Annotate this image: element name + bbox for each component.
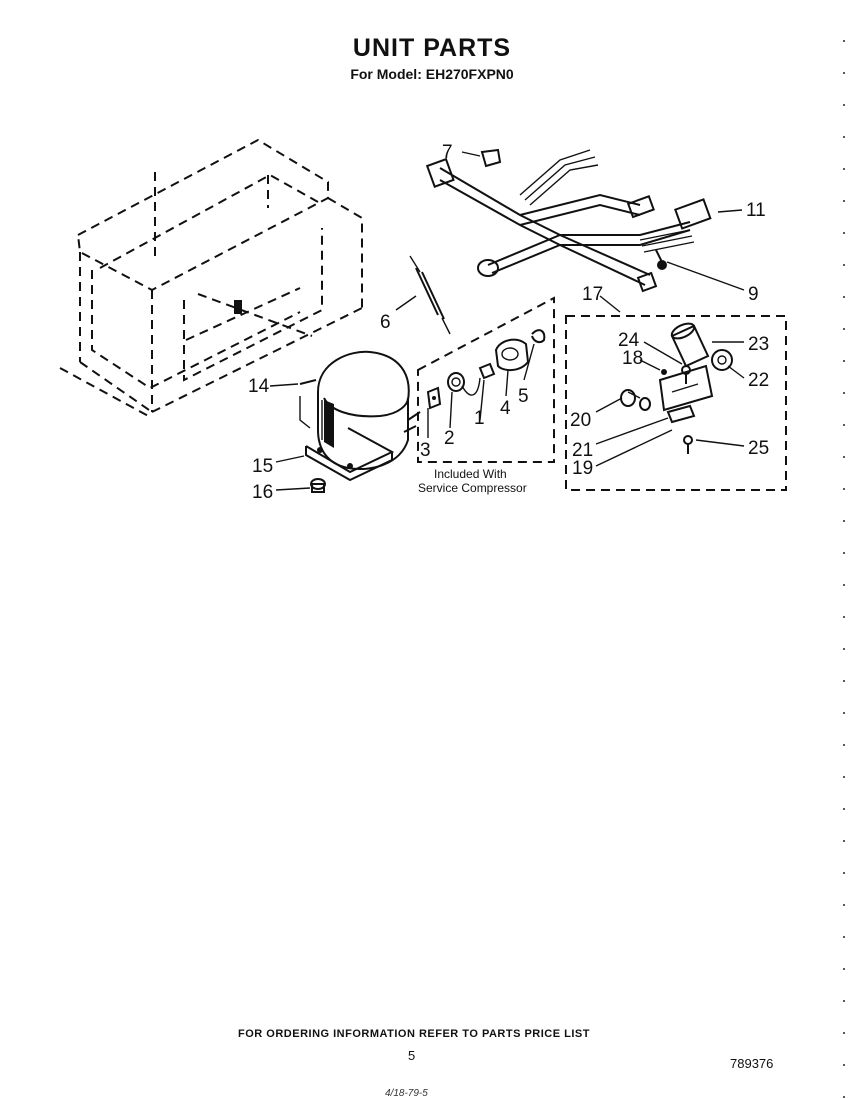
callout-5: 5 — [518, 386, 529, 407]
callout-7: 7 — [442, 142, 453, 163]
connector-part-9 — [655, 249, 667, 270]
document-number: 789376 — [730, 1056, 774, 1071]
callout-23: 23 — [748, 334, 769, 355]
included-note-line1: Included With — [434, 467, 507, 481]
relay-kit-box-part-17 — [565, 315, 787, 491]
callout-labels: 7 11 9 6 14 15 16 3 2 1 4 5 17 24 18 23 … — [248, 142, 769, 503]
handwritten-note: 4/18-79-5 — [385, 1088, 428, 1099]
drier-part-6 — [409, 255, 451, 335]
ordering-info-note: FOR ORDERING INFORMATION REFER TO PARTS … — [238, 1028, 590, 1040]
callout-19: 19 — [572, 458, 593, 479]
wiring-harness — [425, 149, 712, 293]
pin-part-14 — [299, 379, 317, 429]
callout-20: 20 — [570, 410, 591, 431]
included-note-line2: Service Compressor — [418, 481, 527, 495]
callout-3: 3 — [420, 440, 431, 461]
clip-part-7 — [480, 148, 502, 168]
page-number: 5 — [408, 1048, 416, 1063]
callout-2: 2 — [444, 428, 455, 449]
service-compressor-box — [417, 296, 555, 463]
leader-lines — [269, 151, 745, 491]
callout-24: 24 — [618, 330, 640, 351]
callout-21: 21 — [572, 440, 593, 461]
callout-18: 18 — [622, 348, 643, 369]
callout-14: 14 — [248, 376, 270, 397]
page-title: UNIT PARTS — [352, 34, 512, 62]
callout-4: 4 — [500, 398, 511, 419]
callout-9: 9 — [748, 284, 759, 305]
callout-22: 22 — [748, 370, 769, 391]
cabinet-outline — [59, 138, 363, 419]
callout-16: 16 — [252, 482, 273, 503]
grommet-part-16 — [310, 478, 326, 493]
callout-11: 11 — [746, 200, 766, 221]
callout-25: 25 — [748, 438, 769, 459]
callout-6: 6 — [380, 312, 391, 333]
callout-15: 15 — [252, 456, 273, 477]
callout-17: 17 — [582, 284, 603, 305]
model-subtitle: For Model: EH270FXPN0 — [350, 66, 514, 82]
callout-1: 1 — [474, 408, 485, 429]
compressor — [305, 350, 421, 482]
